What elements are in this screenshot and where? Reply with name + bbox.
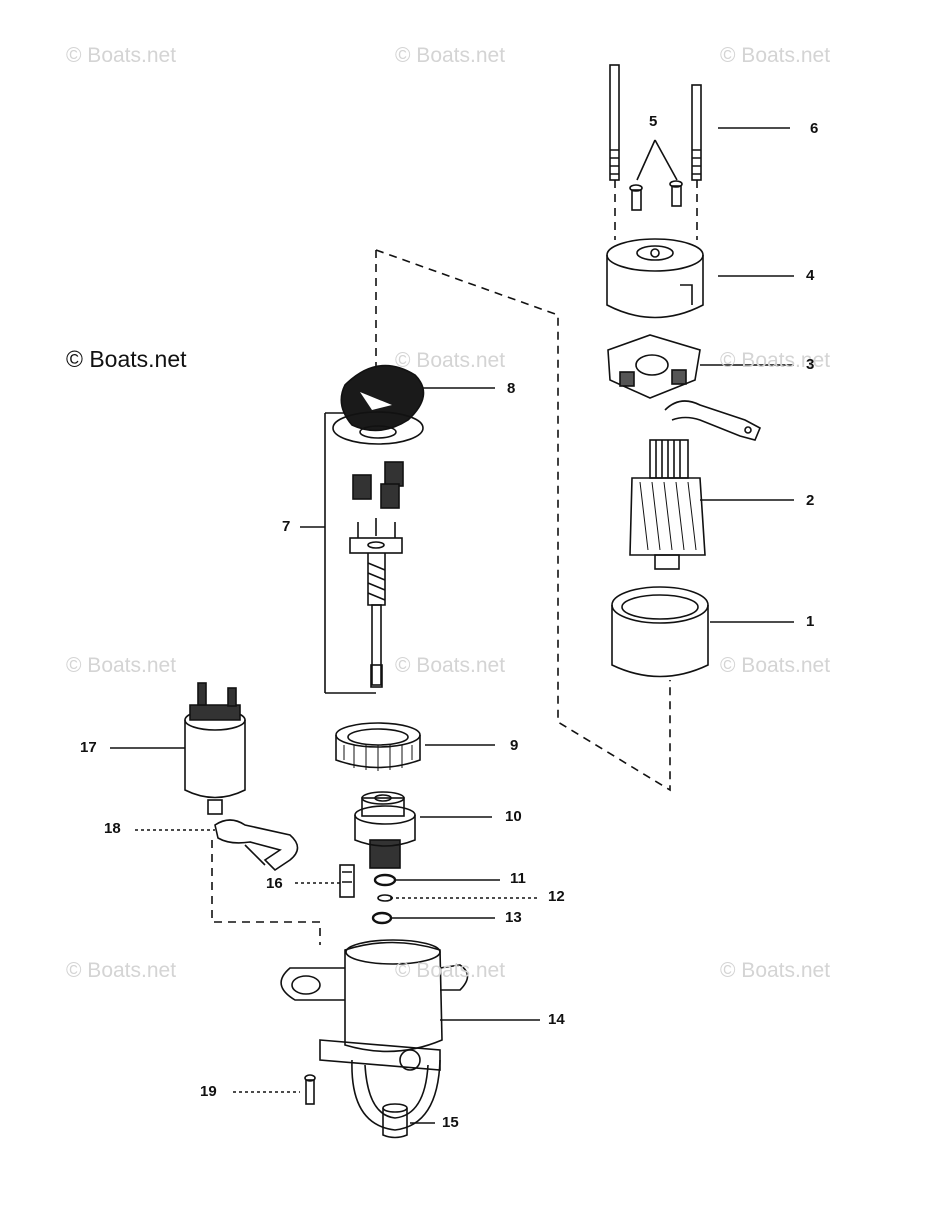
drive-housing-14 <box>280 939 469 1131</box>
watermark: © Boats.net <box>720 654 831 677</box>
gear-cover-8 <box>332 364 425 445</box>
copyright-label: © Boats.net <box>66 346 187 372</box>
callout-2: 2 <box>806 492 815 509</box>
shift-lever-pin-16 <box>339 864 355 898</box>
field-frame-1 <box>611 586 709 678</box>
shift-fork-18 <box>214 819 299 872</box>
callout-4: 4 <box>806 267 815 284</box>
snap-ring-12 <box>377 894 393 902</box>
callout-15: 15 <box>442 1114 459 1131</box>
watermark: © Boats.net <box>720 44 831 67</box>
watermark: © Boats.net <box>66 959 177 982</box>
through-bolt-6 <box>609 64 702 181</box>
watermark: © Boats.net <box>720 349 831 372</box>
washer-13 <box>371 911 393 925</box>
callout-8: 8 <box>507 380 516 397</box>
watermark: © Boats.net <box>395 959 506 982</box>
watermark: © Boats.net <box>395 349 506 372</box>
assembly-guide-lines <box>211 180 698 945</box>
callout-19: 19 <box>200 1083 217 1100</box>
watermark: © Boats.net <box>66 654 177 677</box>
callout-10: 10 <box>505 808 522 825</box>
watermark: © Boats.net <box>395 654 506 677</box>
bushing-15 <box>382 1103 408 1139</box>
armature-2 <box>629 439 706 570</box>
callout-13: 13 <box>505 909 522 926</box>
callout-6: 6 <box>810 120 819 137</box>
planetary-gear-shaft-7 <box>349 461 404 688</box>
pinion-drive-10 <box>354 791 416 869</box>
retainer-ring-11 <box>373 873 397 887</box>
solenoid-17 <box>184 682 246 815</box>
callout-11: 11 <box>510 870 526 887</box>
callout-12: 12 <box>548 888 565 905</box>
ring-gear-9 <box>335 722 421 771</box>
watermark: © Boats.net <box>720 959 831 982</box>
bolt-19 <box>304 1074 316 1105</box>
callout-18: 18 <box>104 820 121 837</box>
callout-5: 5 <box>649 113 658 130</box>
callout-17: 17 <box>80 739 97 756</box>
end-cap-4 <box>606 238 704 319</box>
callout-1: 1 <box>806 613 815 630</box>
watermark: © Boats.net <box>395 44 506 67</box>
callout-14: 14 <box>548 1011 565 1028</box>
screw-5 <box>629 180 683 211</box>
callout-16: 16 <box>266 875 283 892</box>
callout-7: 7 <box>282 518 291 535</box>
callout-3: 3 <box>806 356 815 373</box>
callout-9: 9 <box>510 737 519 754</box>
watermark: © Boats.net <box>66 44 177 67</box>
brush-plate-3 <box>607 334 762 441</box>
